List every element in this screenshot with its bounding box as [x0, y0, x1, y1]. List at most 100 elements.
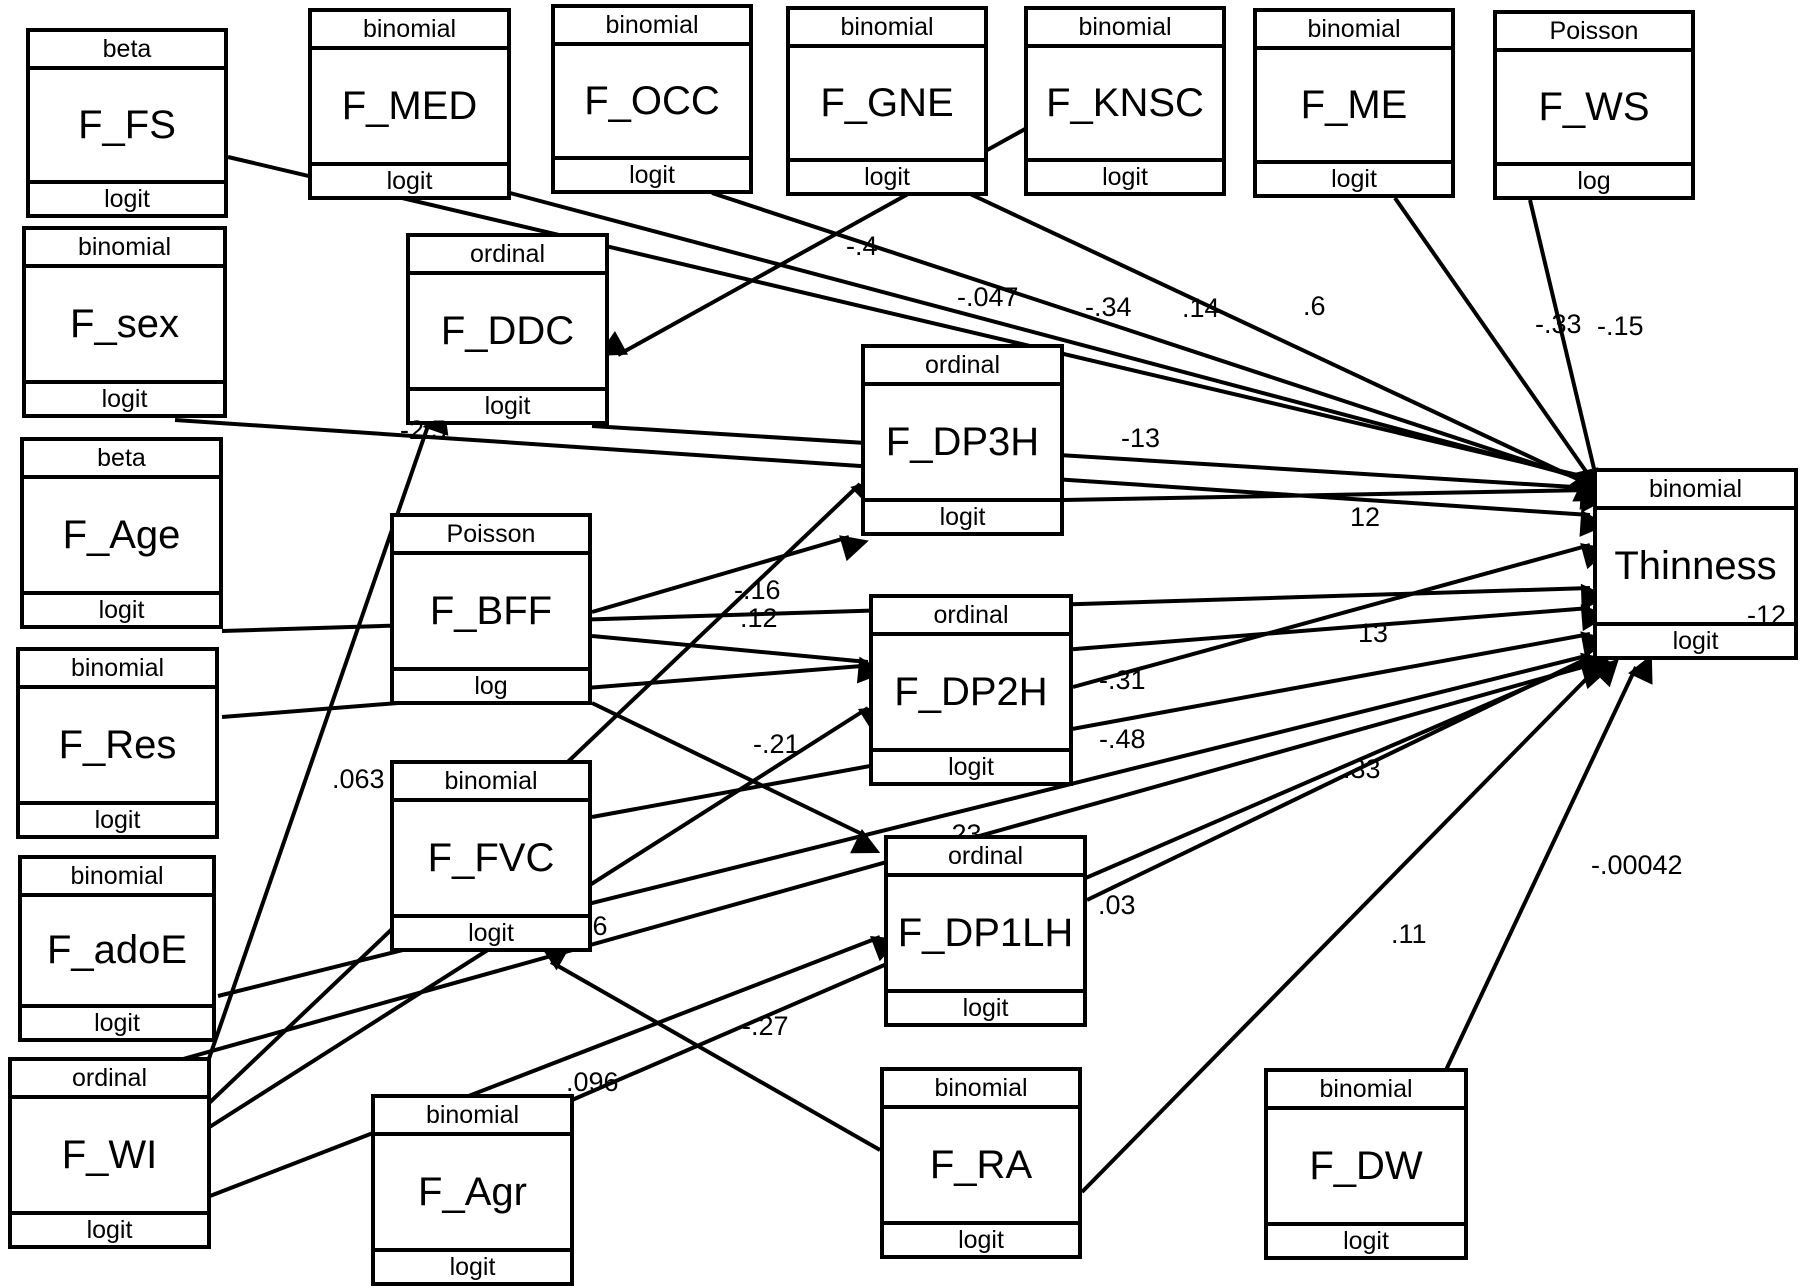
node-name: F_Age — [62, 512, 181, 557]
node-name: F_DP2H — [894, 669, 1048, 714]
edge-coefficient-label: -.16 — [734, 575, 781, 605]
node-family: ordinal — [888, 839, 1083, 877]
node-name: F_WS — [1538, 84, 1650, 129]
node-link: logit — [12, 1211, 207, 1245]
node-link: logit — [26, 380, 223, 414]
edge-coefficient-label: -13 — [1121, 423, 1160, 453]
node-family: binomial — [1597, 472, 1794, 510]
edge-f-wi-to-thinness — [175, 663, 1610, 1063]
edge-f-ws-to-thinness — [1528, 199, 1599, 497]
node-name: F_GNE — [820, 80, 954, 125]
node-link: logit — [1257, 160, 1451, 194]
edge-coefficient-label: -.15 — [1597, 311, 1644, 341]
node-link: logit — [30, 180, 224, 214]
node-link: logit — [394, 914, 588, 948]
node-link: logit — [24, 591, 219, 625]
edge-f-bff-to-f-dp1lh — [591, 701, 881, 854]
node-link: logit — [888, 989, 1083, 1023]
edge-coefficient-label: .096 — [566, 1067, 619, 1097]
edge-coefficient-label: -.27 — [742, 1011, 789, 1041]
node-link: logit — [1028, 158, 1222, 192]
edge-f-dp2h-to-thinness — [1072, 543, 1610, 689]
node-family: ordinal — [865, 348, 1060, 386]
edge-coefficient-label: .14 — [1182, 293, 1220, 323]
node-name: F_MED — [341, 83, 478, 128]
node-name: F_RA — [929, 1142, 1033, 1187]
node-name: F_OCC — [584, 78, 720, 123]
node-family: binomial — [555, 8, 749, 46]
edge-coefficient-label: 12 — [1350, 502, 1380, 532]
node-link: logit — [865, 498, 1060, 532]
node-link: logit — [410, 387, 605, 421]
edge-f-dp3h-to-thinness — [1063, 485, 1609, 513]
node-family: ordinal — [410, 237, 605, 275]
node-family: Poisson — [394, 517, 588, 555]
node-name: F_Agr — [418, 1169, 527, 1214]
edge-coefficient-label: -.4 — [846, 231, 878, 261]
edge-f-ra-to-f-fvc — [539, 945, 881, 1152]
edge-coefficient-label: 13 — [1358, 618, 1388, 648]
node-family: beta — [24, 441, 219, 479]
node-family: binomial — [375, 1098, 570, 1136]
node-family: binomial — [1257, 12, 1451, 50]
node-link: log — [1497, 162, 1691, 196]
node-name: F_DDC — [440, 308, 575, 353]
node-link: logit — [312, 162, 507, 196]
node-link: logit — [1597, 622, 1794, 656]
node-family: binomial — [790, 10, 984, 48]
edge-f-ddc-to-thinness — [591, 424, 1608, 510]
node-name: F_WI — [61, 1132, 158, 1177]
node-name: F_adoE — [46, 928, 188, 972]
node-family: binomial — [884, 1071, 1078, 1109]
edge-coefficient-label: -.34 — [1085, 292, 1132, 322]
node-family: Poisson — [1497, 14, 1691, 52]
edge-coefficient-label: -.047 — [957, 282, 1019, 312]
node-name: F_Res — [58, 722, 177, 767]
node-link: logit — [1268, 1222, 1464, 1256]
node-name: F_DP1LH — [897, 910, 1074, 955]
node-link: logit — [375, 1248, 570, 1282]
node-link: logit — [873, 748, 1069, 782]
edge-coefficient-label: -.33 — [1535, 309, 1582, 339]
edge-coefficient-label: .03 — [1098, 890, 1136, 920]
node-name: F_sex — [70, 301, 179, 346]
node-name: F_BFF — [429, 588, 553, 633]
node-family: ordinal — [873, 598, 1069, 636]
node-family: binomial — [26, 230, 223, 268]
node-family: beta — [30, 32, 224, 70]
edge-coefficient-label: -.21 — [753, 729, 800, 759]
node-family: binomial — [22, 859, 212, 897]
edge-f-me-to-thinness — [1393, 196, 1595, 500]
edge-f-wi-to-f-dp1lh — [209, 935, 901, 1198]
edge-f-gne-to-thinness — [967, 191, 1603, 502]
node-name: F_DP3H — [885, 419, 1040, 464]
edge-coefficient-label: .6 — [1303, 291, 1326, 321]
edge-f-bff-to-f-dp2h — [591, 634, 886, 684]
node-family: binomial — [394, 764, 588, 802]
edge-coefficient-label: .063 — [332, 764, 385, 794]
node-family: binomial — [1268, 1072, 1464, 1110]
edge-f-med-to-thinness — [509, 191, 1606, 500]
node-name: F_DW — [1309, 1143, 1423, 1188]
edge-f-occ-to-thinness — [711, 191, 1605, 501]
node-constant: -2.5 — [400, 415, 447, 445]
edge-coefficient-label: -.00042 — [1591, 850, 1683, 880]
edge-f-bff-to-f-dp3h — [591, 535, 869, 614]
